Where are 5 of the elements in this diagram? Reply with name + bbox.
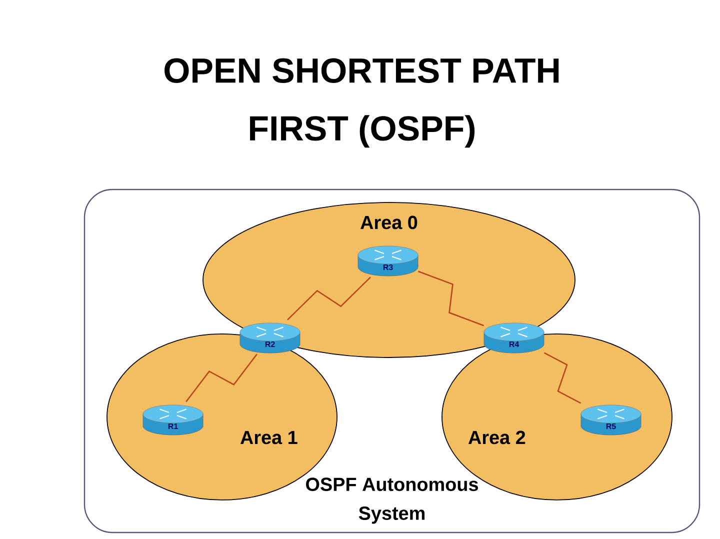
title: OPEN SHORTEST PATH FIRST (OSPF) [164, 58, 559, 148]
serial-link [287, 276, 371, 320]
serial-link [544, 352, 582, 404]
serial-link [418, 270, 484, 326]
serial-link [186, 354, 258, 402]
